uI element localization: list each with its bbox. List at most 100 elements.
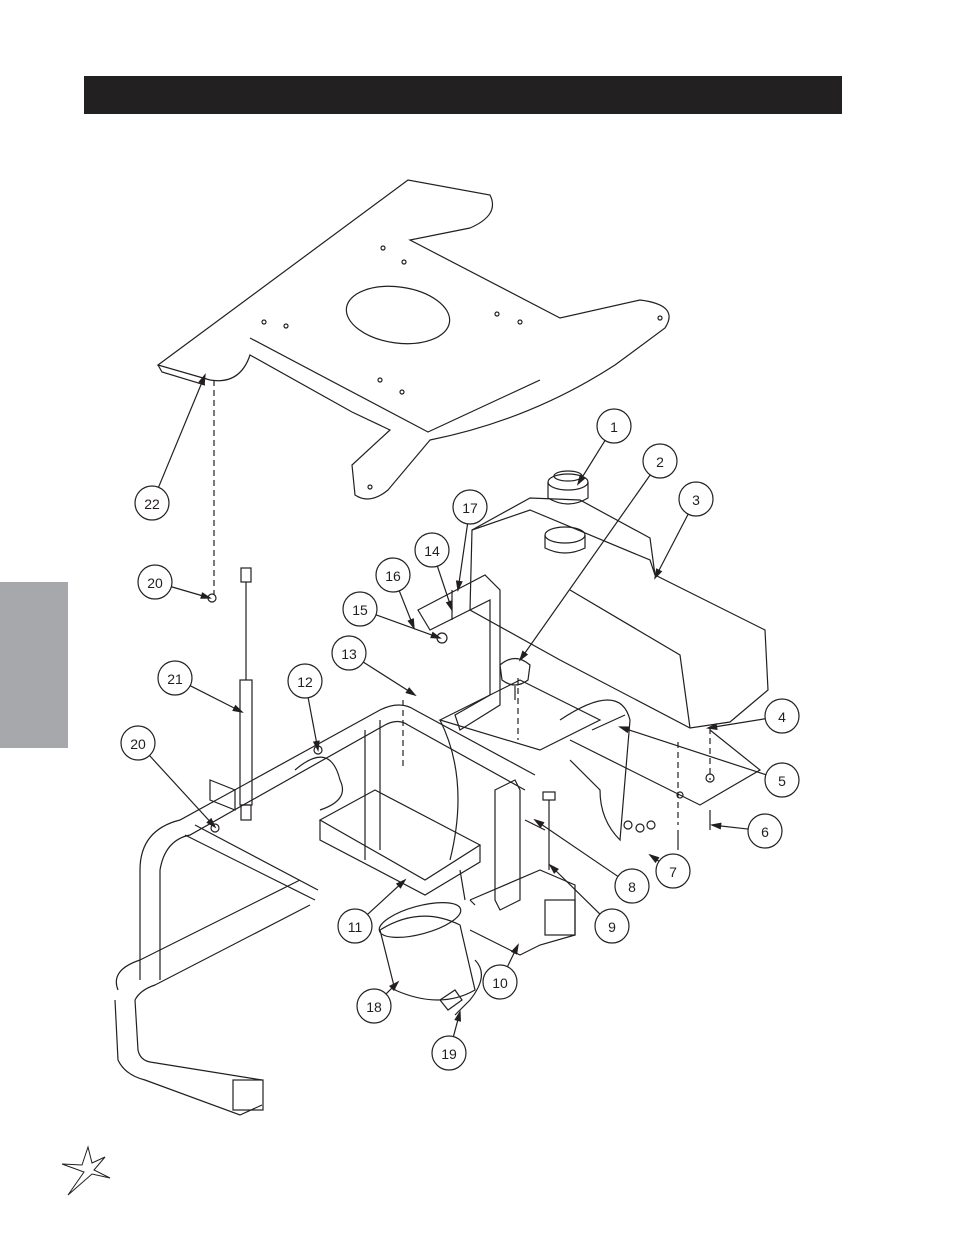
callout-circle — [614, 868, 650, 904]
callout-number: 21 — [167, 671, 183, 687]
callout-14: 14 — [414, 532, 453, 612]
arrowhead — [510, 943, 519, 955]
callout-circle — [134, 485, 170, 521]
callout-number: 8 — [628, 879, 636, 895]
callout-19: 19 — [431, 1010, 467, 1071]
mower-frame — [114, 704, 576, 1116]
section-header-bar — [84, 76, 842, 114]
callout-circle — [137, 564, 173, 600]
callout-17: 17 — [452, 489, 488, 593]
callout-21: 21 — [157, 660, 244, 713]
callout-number: 20 — [130, 736, 146, 752]
callout-number: 12 — [297, 674, 313, 690]
arrowhead — [455, 580, 463, 593]
leader-line — [149, 755, 216, 828]
leader-line — [519, 474, 651, 661]
callout-number: 18 — [366, 999, 382, 1015]
callout-20: 20 — [137, 564, 212, 600]
fuel-hose — [439, 869, 482, 1016]
arrowhead — [654, 568, 663, 580]
callout-number: 9 — [608, 919, 616, 935]
callout-number: 16 — [385, 568, 401, 584]
leader-line — [189, 685, 243, 713]
battery-tray — [294, 719, 482, 896]
arrowhead — [445, 600, 453, 612]
callout-1: 1 — [576, 408, 632, 486]
arrowhead — [618, 726, 630, 734]
arrowhead — [405, 687, 417, 697]
arrowhead — [533, 818, 545, 829]
callout-8: 8 — [533, 818, 650, 904]
callout-20: 20 — [120, 725, 217, 829]
arrowhead — [518, 650, 529, 662]
leader-line — [157, 374, 206, 488]
callout-number: 4 — [778, 709, 786, 725]
callout-number: 13 — [341, 646, 357, 662]
callout-9: 9 — [548, 863, 630, 944]
fuel-filter — [378, 902, 476, 1001]
callout-circle — [120, 725, 156, 761]
callout-number: 15 — [352, 602, 368, 618]
callout-circle — [452, 489, 488, 525]
callout-13: 13 — [331, 635, 417, 697]
leader-line — [363, 661, 416, 696]
leader-line — [619, 726, 767, 776]
arrowhead — [576, 474, 586, 486]
support-post — [494, 779, 521, 911]
callout-number: 7 — [669, 864, 677, 880]
callout-circle — [764, 698, 800, 734]
callout-5: 5 — [618, 726, 800, 798]
arrowhead — [198, 373, 206, 385]
callout-circle — [337, 908, 373, 944]
callout-number: 10 — [492, 975, 508, 991]
arrowhead — [430, 631, 442, 639]
callout-circle — [375, 557, 411, 593]
arrowhead — [395, 878, 407, 889]
leader-line — [707, 718, 766, 729]
arrowhead — [312, 740, 320, 752]
callout-number: 11 — [348, 919, 363, 935]
tank-bumper — [499, 657, 531, 700]
callout-18: 18 — [356, 980, 400, 1024]
seat-plate — [156, 179, 670, 500]
callout-number: 6 — [761, 824, 769, 840]
alignment-guides — [213, 380, 711, 825]
callout-11: 11 — [337, 878, 407, 944]
callout-16: 16 — [375, 557, 415, 630]
callout-circle — [431, 1035, 467, 1071]
leader-line — [534, 819, 619, 877]
tank-mount-bracket — [417, 574, 762, 842]
callout-number: 5 — [778, 773, 786, 789]
arrowhead — [648, 853, 660, 864]
callout-number: 19 — [441, 1046, 457, 1062]
callout-number: 3 — [692, 492, 700, 508]
callout-circle — [594, 908, 630, 944]
callout-circle — [331, 635, 367, 671]
callout-2: 2 — [518, 443, 678, 662]
gas-spring — [239, 567, 253, 821]
callout-circle — [642, 443, 678, 479]
fuel-cap — [553, 470, 583, 482]
callout-number: 14 — [424, 543, 440, 559]
callout-10: 10 — [482, 943, 519, 1000]
callout-15: 15 — [342, 591, 442, 639]
leader-line — [375, 614, 441, 639]
callout-circle — [764, 762, 800, 798]
callout-number: 22 — [144, 496, 160, 512]
leader-line — [549, 864, 601, 915]
callout-12: 12 — [287, 663, 323, 752]
callout-circle — [356, 988, 392, 1024]
leader-line — [457, 523, 469, 591]
callout-circle — [678, 481, 714, 517]
callout-number: 2 — [656, 454, 664, 470]
callout-6: 6 — [709, 813, 783, 849]
callout-7: 7 — [648, 853, 691, 889]
section-side-tab — [0, 582, 68, 748]
callout-circle — [747, 813, 783, 849]
callout-22: 22 — [134, 373, 206, 521]
callout-4: 4 — [705, 698, 800, 734]
callout-circle — [655, 853, 691, 889]
callout-circle — [157, 660, 193, 696]
callout-number: 20 — [147, 575, 163, 591]
